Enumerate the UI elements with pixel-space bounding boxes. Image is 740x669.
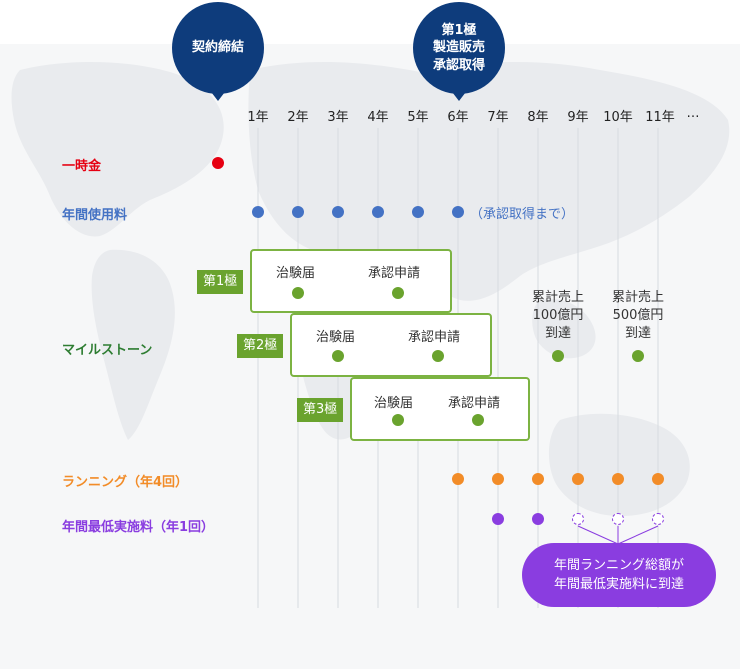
phase-tag-2: 第2極 — [237, 334, 284, 358]
row-label-minimum: 年間最低実施料（年1回） — [62, 520, 215, 535]
minimum-dot — [532, 513, 544, 525]
year-label-1: 1年 — [247, 110, 269, 125]
contract-pin: 契約締結 — [172, 2, 264, 94]
year-label-ellipsis: … — [686, 106, 700, 121]
annual-fee-dot — [292, 206, 304, 218]
year-label-9: 9年 — [567, 110, 589, 125]
approval-pin-pointer — [449, 88, 469, 101]
running-dot — [652, 473, 664, 485]
running-dot — [492, 473, 504, 485]
annual-fee-dot — [252, 206, 264, 218]
phase3-trial-notice-dot — [392, 414, 404, 426]
annual-fee-dot — [372, 206, 384, 218]
sales-500-dot — [632, 350, 644, 362]
callout-text: 年間ランニング総額が 年間最低実施料に到達 — [553, 557, 684, 593]
year-label-8: 8年 — [527, 110, 549, 125]
phase1-trial-notice-dot — [292, 287, 304, 299]
minimum-dot-waived — [612, 513, 624, 525]
minimum-dot-waived — [572, 513, 584, 525]
phase3-approval-application-label: 承認申請 — [448, 396, 501, 411]
row-label-upfront: 一時金 — [62, 159, 102, 174]
phase2-approval-application-dot — [432, 350, 444, 362]
sales-100-label: 累計売上 100億円 到達 — [531, 290, 584, 342]
running-dot — [532, 473, 544, 485]
phase2-approval-application-label: 承認申請 — [408, 330, 461, 345]
running-dot — [572, 473, 584, 485]
phase3-approval-application-dot — [472, 414, 484, 426]
year-label-4: 4年 — [367, 110, 389, 125]
phase-tag-3: 第3極 — [297, 398, 344, 422]
year-label-11: 11年 — [645, 110, 675, 125]
annual-fee-note: （承認取得まで） — [470, 207, 575, 222]
year-label-5: 5年 — [407, 110, 429, 125]
approval-pin-label: 第1極 製造販売 承認取得 — [432, 22, 485, 73]
minimum-dot-waived — [652, 513, 664, 525]
annual-fee-dot — [412, 206, 424, 218]
phase3-trial-notice-label: 治験届 — [374, 396, 414, 411]
row-label-running: ランニング（年4回） — [62, 475, 189, 490]
callout-bubble: 年間ランニング総額が 年間最低実施料に到達 — [522, 543, 716, 607]
phase2-trial-notice-dot — [332, 350, 344, 362]
annual-fee-dot — [332, 206, 344, 218]
sales-100-dot — [552, 350, 564, 362]
minimum-dot — [492, 513, 504, 525]
phase-tag-1: 第1極 — [197, 270, 244, 294]
upfront-dot — [212, 157, 224, 169]
running-dot — [612, 473, 624, 485]
phase1-trial-notice-label: 治験届 — [276, 266, 316, 281]
year-label-7: 7年 — [487, 110, 509, 125]
year-label-2: 2年 — [287, 110, 309, 125]
row-label-annual-fee: 年間使用料 — [62, 208, 128, 223]
running-dot — [452, 473, 464, 485]
row-label-milestone: マイルストーン — [62, 343, 153, 358]
year-label-10: 10年 — [603, 110, 633, 125]
milestone-box-phase2 — [290, 313, 492, 377]
approval-pin: 第1極 製造販売 承認取得 — [413, 2, 505, 94]
phase2-trial-notice-label: 治験届 — [316, 330, 356, 345]
milestone-box-phase1 — [250, 249, 452, 313]
sales-500-label: 累計売上 500億円 到達 — [611, 290, 664, 342]
year-label-3: 3年 — [327, 110, 349, 125]
annual-fee-dot — [452, 206, 464, 218]
year-label-6: 6年 — [447, 110, 469, 125]
phase1-approval-application-label: 承認申請 — [368, 266, 421, 281]
contract-pin-pointer — [208, 88, 228, 101]
contract-pin-label: 契約締結 — [191, 40, 244, 56]
phase1-approval-application-dot — [392, 287, 404, 299]
milestone-box-phase3 — [350, 377, 530, 441]
